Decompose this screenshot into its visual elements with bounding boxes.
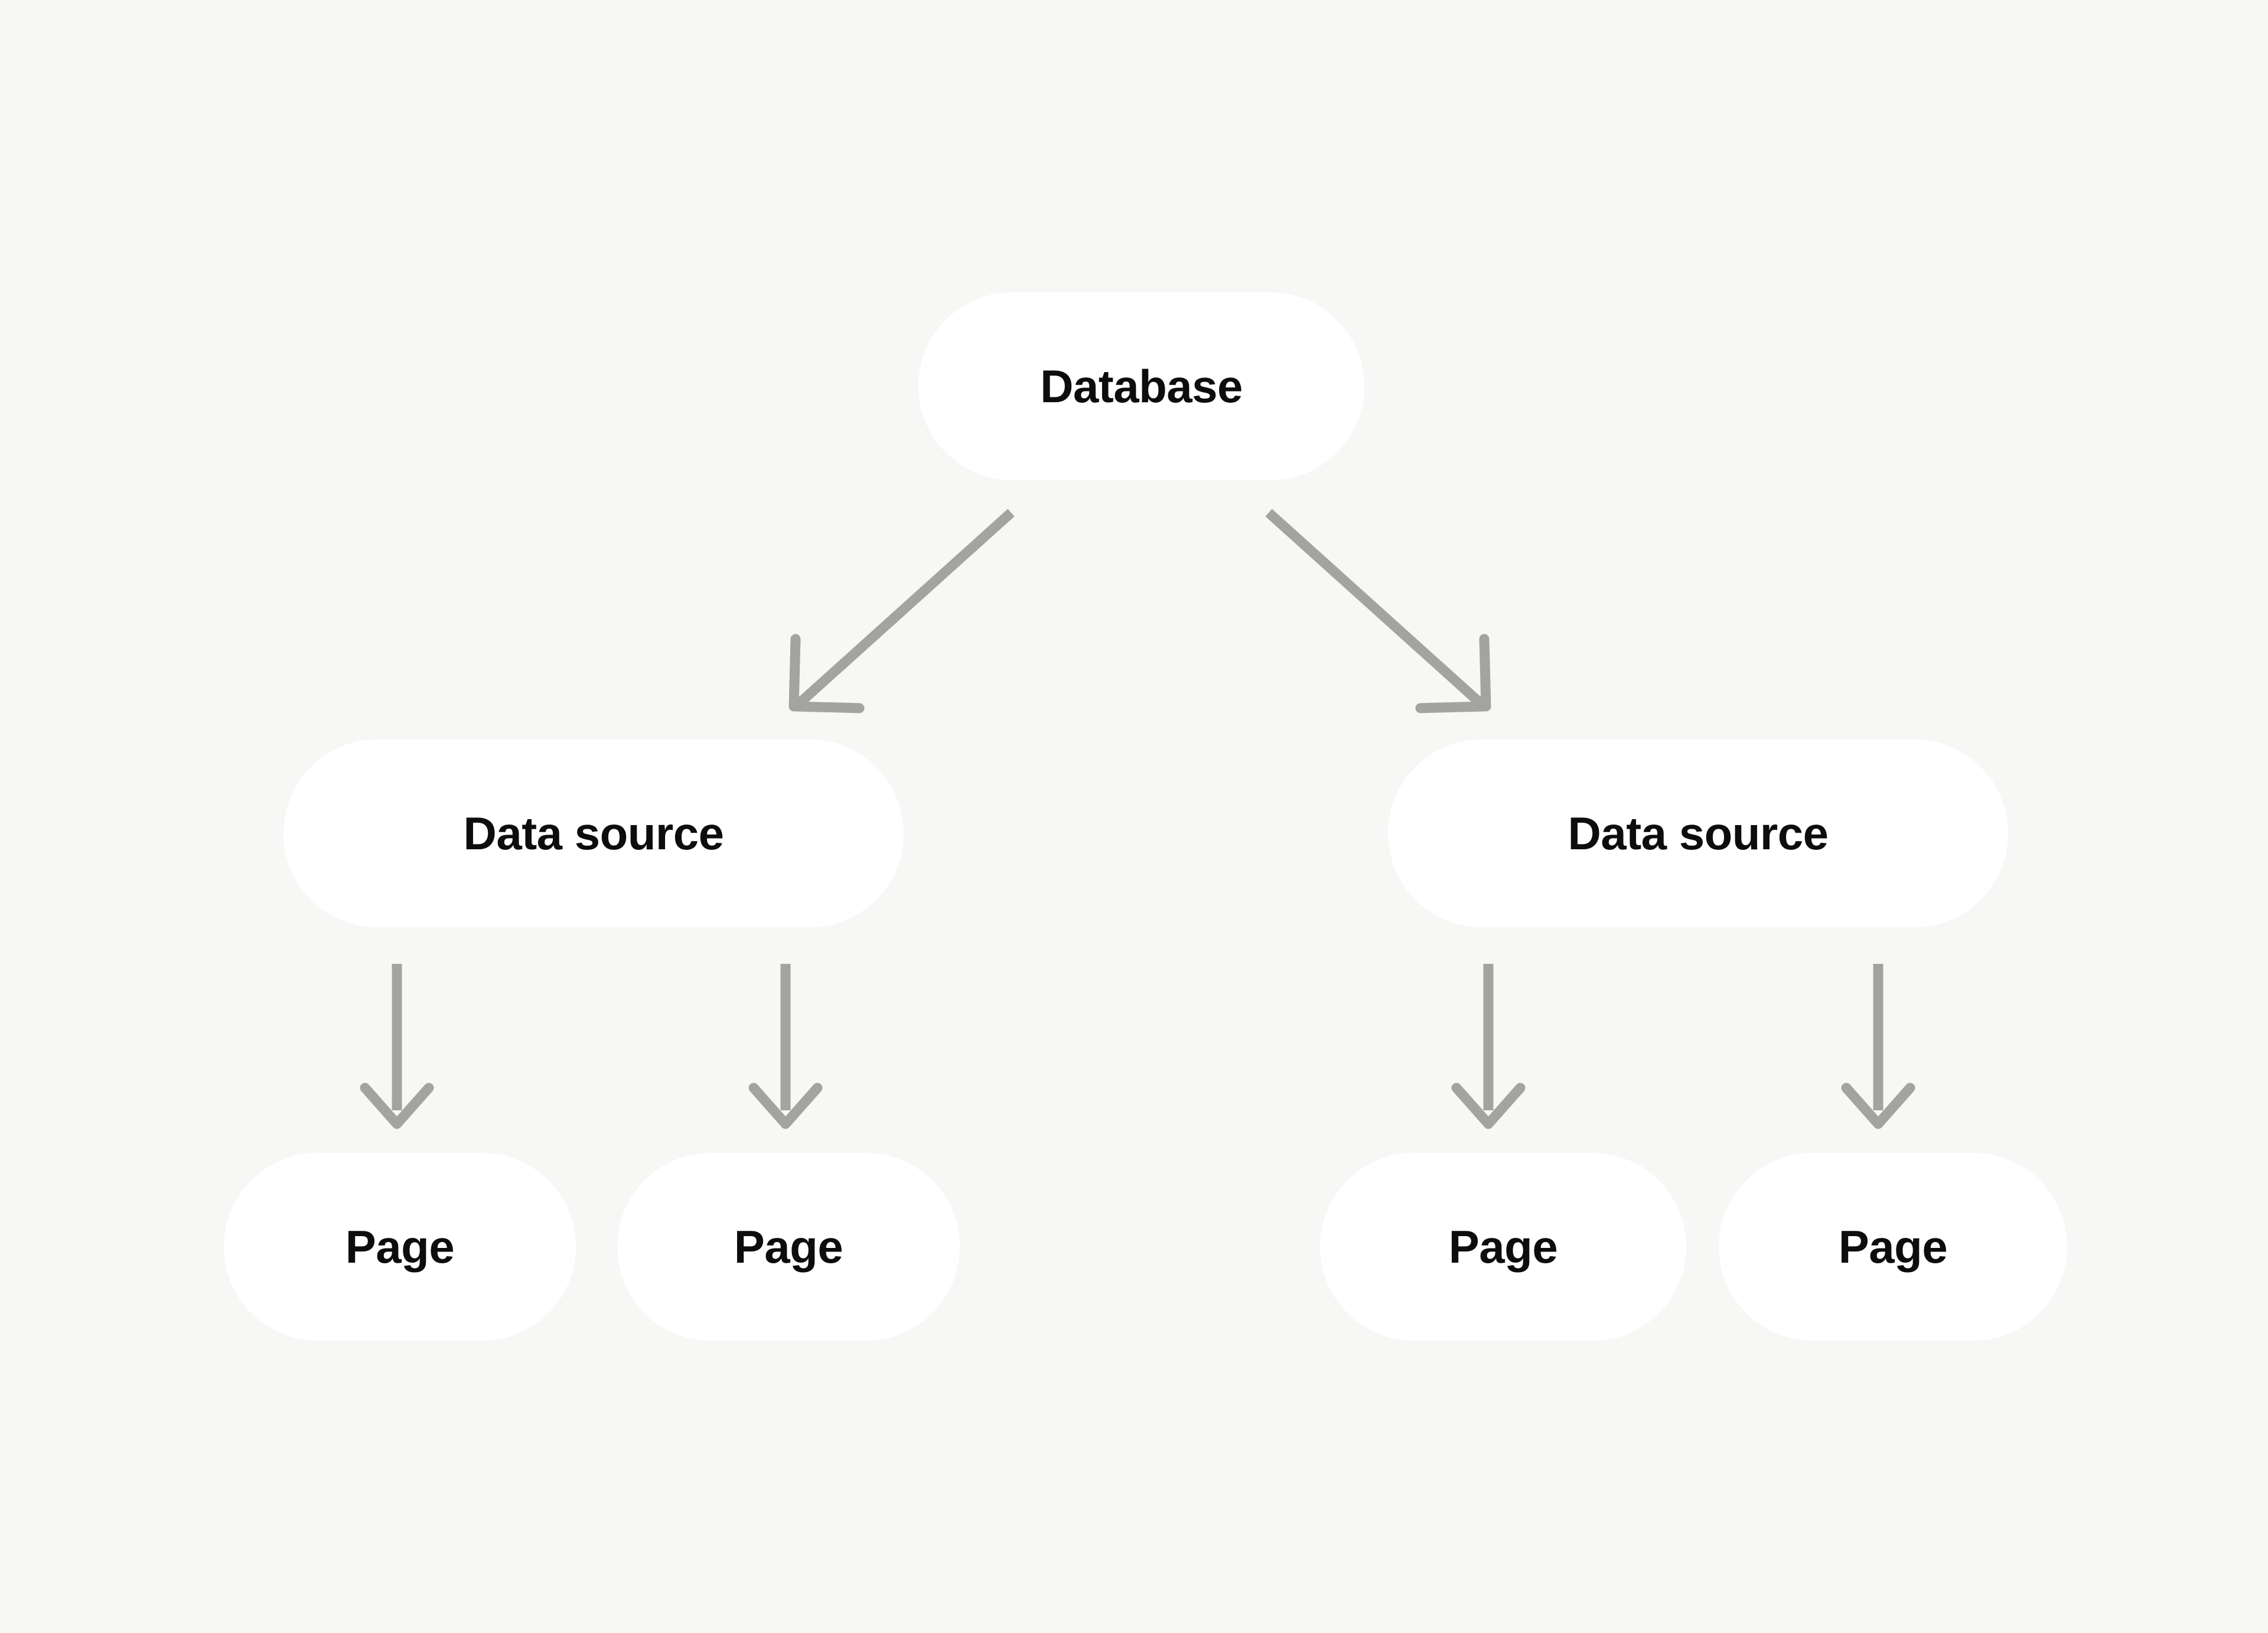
edge-datasource-2-to-page-4 bbox=[1841, 964, 1915, 1129]
edge-datasource-2-to-page-3 bbox=[1451, 964, 1526, 1129]
node-page-1[interactable]: Page bbox=[224, 1153, 576, 1341]
node-page-2[interactable]: Page bbox=[617, 1153, 960, 1341]
node-page-3-label: Page bbox=[1448, 1221, 1558, 1273]
node-data-source-2-label: Data source bbox=[1568, 807, 1829, 859]
node-data-source-1-label: Data source bbox=[463, 807, 724, 859]
edge-database-to-datasource-2 bbox=[1265, 509, 1491, 713]
edge-database-to-datasource-1 bbox=[788, 509, 1015, 713]
node-page-3[interactable]: Page bbox=[1320, 1153, 1686, 1341]
node-page-4-label: Page bbox=[1838, 1221, 1948, 1273]
node-database[interactable]: Database bbox=[918, 292, 1364, 480]
edge-datasource-1-to-page-2 bbox=[748, 964, 823, 1129]
node-page-1-label: Page bbox=[345, 1221, 455, 1273]
node-data-source-2[interactable]: Data source bbox=[1388, 739, 2008, 927]
node-database-label: Database bbox=[1040, 360, 1243, 412]
edge-datasource-1-to-page-1 bbox=[360, 964, 434, 1129]
node-page-2-label: Page bbox=[734, 1221, 843, 1273]
node-page-4[interactable]: Page bbox=[1719, 1153, 2067, 1341]
node-data-source-1[interactable]: Data source bbox=[284, 739, 904, 927]
